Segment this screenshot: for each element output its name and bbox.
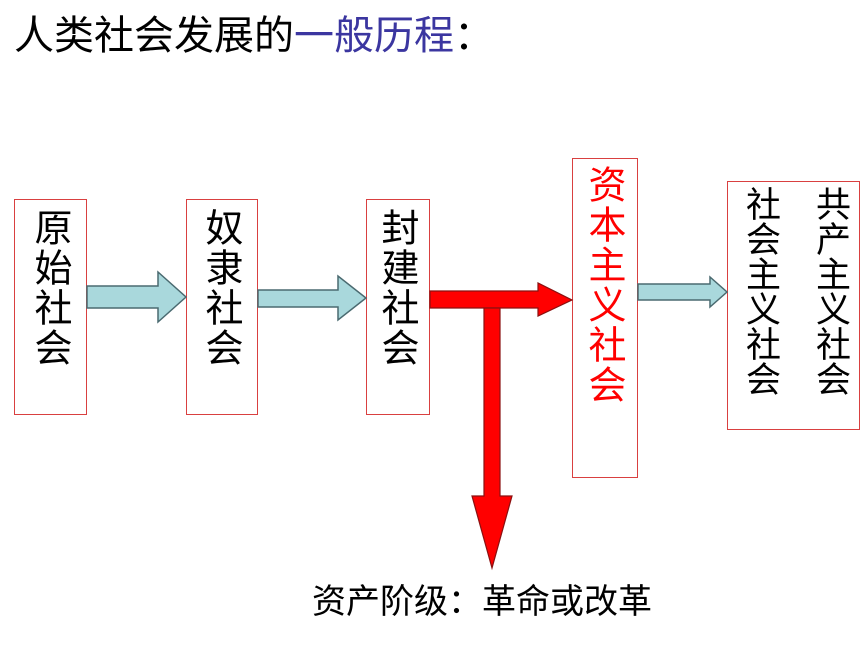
stage-box-capitalist: 资本主义社会 — [572, 158, 638, 478]
title-highlight: 一般历程 — [294, 13, 454, 59]
stage-label-capitalist: 资本主义社会 — [582, 165, 626, 405]
arrow-primitive-to-slave — [86, 270, 188, 324]
stage-label-socialist: 社会主义社会 — [740, 186, 780, 396]
bottom-note: 资产阶级：革命或改革 — [312, 582, 652, 622]
stage-box-feudal: 封建社会 — [366, 199, 430, 415]
arrow-capitalist-to-communist — [637, 275, 729, 309]
arrow-slave-to-feudal — [257, 274, 368, 322]
arrow-red-downward — [471, 307, 513, 571]
stage-label-primitive: 原始社会 — [28, 208, 72, 368]
stage-label-communist: 共产主义社会 — [810, 186, 850, 396]
title-prefix: 人类社会发展的 — [14, 13, 294, 59]
stage-label-feudal: 封建社会 — [375, 208, 419, 368]
stage-box-slave: 奴隶社会 — [186, 199, 258, 415]
stage-box-communist: 共产主义社会 社会主义社会 — [727, 181, 860, 430]
title-suffix: ： — [454, 13, 494, 59]
stage-label-slave: 奴隶社会 — [199, 208, 243, 368]
page-title: 人类社会发展的一般历程： — [14, 10, 494, 62]
arrow-feudal-to-capitalist — [429, 282, 574, 317]
